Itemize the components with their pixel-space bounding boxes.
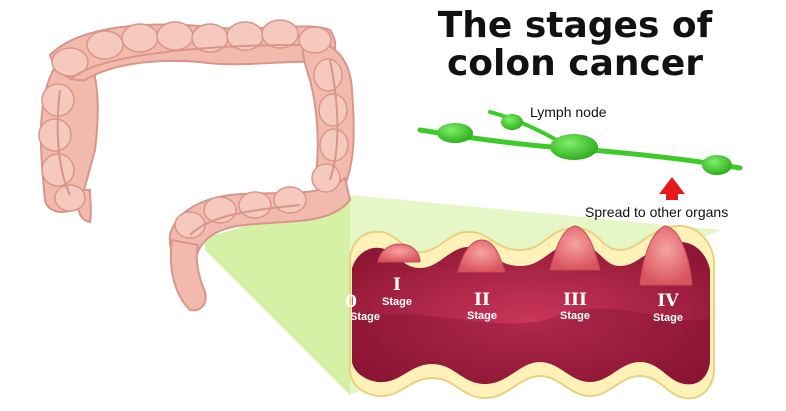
zoom-cone-edge	[205, 195, 350, 395]
stage-3-numeral: III	[563, 290, 587, 310]
stage-0-numeral: 0	[345, 292, 357, 312]
lymph-node-label: Lymph node	[530, 104, 607, 120]
stage-2-numeral: II	[474, 290, 490, 310]
lymph-node-small-1	[437, 123, 473, 143]
stage-0-word: Stage	[350, 311, 380, 323]
colon-cross-section	[349, 224, 715, 400]
wall-shading	[352, 308, 710, 385]
stage-1-word: Stage	[382, 296, 412, 308]
lymph-node-large	[550, 134, 598, 160]
tumor-stage-1	[377, 243, 421, 263]
title-line-1: The stages of	[437, 5, 713, 46]
title-line-2: colon cancer	[446, 43, 704, 84]
tumor-stage-2	[457, 239, 506, 273]
tumor-stage-3	[549, 225, 601, 271]
lymph-node-small-3	[702, 155, 732, 175]
stage-1-numeral: I	[393, 275, 401, 295]
spread-arrow	[659, 177, 685, 200]
stage-3-word: Stage	[560, 310, 590, 322]
lymph-node-small-2	[501, 114, 523, 130]
stage-2-word: Stage	[467, 310, 497, 322]
colon-taenia	[56, 44, 339, 236]
colon-rectum	[169, 238, 207, 312]
wall-inner	[352, 242, 710, 385]
stage-4-word: Stage	[653, 312, 683, 324]
tumor-stage-4	[639, 225, 693, 286]
lymph-node-illustration	[417, 110, 743, 175]
stage-4-numeral: IV	[657, 291, 679, 311]
spread-label: Spread to other organs	[585, 204, 729, 220]
colon-illustration	[38, 19, 355, 312]
